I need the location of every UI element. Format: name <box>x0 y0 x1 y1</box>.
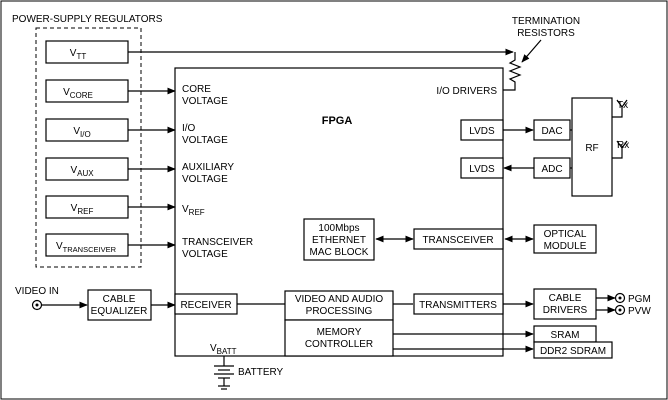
core-voltage-label-1: CORE <box>182 84 211 95</box>
regulator-vtt: VTT <box>45 40 129 64</box>
fpga-label: FPGA <box>322 115 353 127</box>
rx-label: Rx <box>617 140 629 151</box>
video-audio-box <box>284 290 394 321</box>
regulator-label: V <box>56 241 63 252</box>
svg-text:VCORE: VCORE <box>63 87 93 100</box>
adc-label: ADC <box>541 164 562 175</box>
optical-module-box <box>533 224 597 254</box>
svg-text:VAUX: VAUX <box>70 165 94 178</box>
io-voltage-label-2: VOLTAGE <box>182 135 228 146</box>
vbatt-label: VBATT <box>210 343 237 356</box>
regulator-sub: TRANSCEIVER <box>63 245 117 254</box>
aux-voltage-label-2: VOLTAGE <box>182 174 228 185</box>
rf-box <box>571 97 613 197</box>
ddr2-label: DDR2 SDRAM <box>540 346 606 357</box>
svg-text:VTRANSCEIVER: VTRANSCEIVER <box>56 241 117 254</box>
cable-drivers-label-2: DRIVERS <box>543 305 588 316</box>
power-supply-group <box>35 27 142 268</box>
video-in-label: VIDEO IN <box>15 286 59 297</box>
regulator-label: V <box>63 87 70 98</box>
regulator-vtransceiver: VTRANSCEIVER <box>45 233 129 257</box>
transmitters-label: TRANSMITTERS <box>419 300 497 311</box>
cable-equalizer-label-2: EQUALIZER <box>91 306 148 317</box>
io-drivers-label: I/O DRIVERS <box>436 86 497 97</box>
regulator-sub: REF <box>77 207 93 216</box>
cable-drivers-box <box>533 288 597 320</box>
pvw-connector-dot <box>618 308 622 312</box>
memory-controller-label-2: CONTROLLER <box>305 339 373 350</box>
termination-pointer <box>521 39 542 63</box>
regulator-label: V <box>71 203 78 214</box>
cable-equalizer-label-1: CABLE <box>103 294 136 305</box>
svg-text:VI/O: VI/O <box>73 126 90 139</box>
sram-label: SRAM <box>551 330 580 341</box>
transceiver-box <box>413 228 504 250</box>
ethernet-label-3: MAC BLOCK <box>310 247 369 258</box>
power-supply-title: POWER-SUPPLY REGULATORS <box>12 14 163 25</box>
optical-label-2: MODULE <box>544 241 587 252</box>
svg-text:VTT: VTT <box>70 48 87 61</box>
video-audio-label-2: PROCESSING <box>306 306 373 317</box>
regulator-label: V <box>70 48 77 59</box>
regulator-sub: CORE <box>70 91 93 100</box>
optical-label-1: OPTICAL <box>544 229 587 240</box>
regulator-vcore: VCORE <box>45 79 129 103</box>
regulator-vio: VI/O <box>45 118 129 142</box>
lvds-bottom-box <box>460 157 504 179</box>
regulator-sub: I/O <box>80 130 91 139</box>
tx-antenna-icon <box>612 99 628 118</box>
regulator-vref: VREF <box>45 195 129 219</box>
memory-controller-box <box>284 319 394 357</box>
video-in-connector-dot <box>35 303 39 307</box>
svg-text:VREF: VREF <box>71 203 94 216</box>
receiver-label: RECEIVER <box>180 300 231 311</box>
regulator-vaux: VAUX <box>45 157 129 181</box>
transceiver-voltage-label-1: TRANSCEIVER <box>182 237 253 248</box>
pgm-label: PGM <box>628 294 651 305</box>
regulator-label: V <box>70 165 77 176</box>
dac-label: DAC <box>541 126 562 137</box>
video-audio-label-1: VIDEO AND AUDIO <box>295 294 384 305</box>
rx-antenna-icon <box>612 140 628 159</box>
memory-controller-label-1: MEMORY <box>317 327 362 338</box>
pgm-connector-dot <box>618 296 622 300</box>
aux-voltage-label-1: AUXILIARY <box>182 162 234 173</box>
vref-label: VREF <box>182 204 205 217</box>
pvw-label: PVW <box>628 306 651 317</box>
termination-label-2: RESISTORS <box>517 28 575 39</box>
ethernet-mac-box <box>303 218 375 261</box>
rf-label: RF <box>585 143 598 154</box>
cable-drivers-label-1: CABLE <box>549 293 582 304</box>
termination-label-1: TERMINATION <box>512 16 580 27</box>
regulator-sub: TT <box>76 52 86 61</box>
ddr2-box <box>533 341 613 359</box>
lvds-top-label: LVDS <box>469 126 495 137</box>
regulator-sub: AUX <box>77 169 94 178</box>
core-voltage-label-2: VOLTAGE <box>182 96 228 107</box>
tx-label: Tx <box>617 100 628 111</box>
ethernet-label-1: 100Mbps <box>318 223 359 234</box>
transceiver-voltage-label-2: VOLTAGE <box>182 249 228 260</box>
ethernet-label-2: ETHERNET <box>312 235 366 246</box>
termination-resistor-icon <box>503 52 522 91</box>
transceiver-label: TRANSCEIVER <box>422 235 493 246</box>
io-voltage-label-1: I/O <box>182 123 196 134</box>
lvds-bottom-label: LVDS <box>469 164 495 175</box>
battery-label: BATTERY <box>238 367 284 378</box>
regulator-label: V <box>73 126 80 137</box>
battery-icon <box>214 365 234 390</box>
